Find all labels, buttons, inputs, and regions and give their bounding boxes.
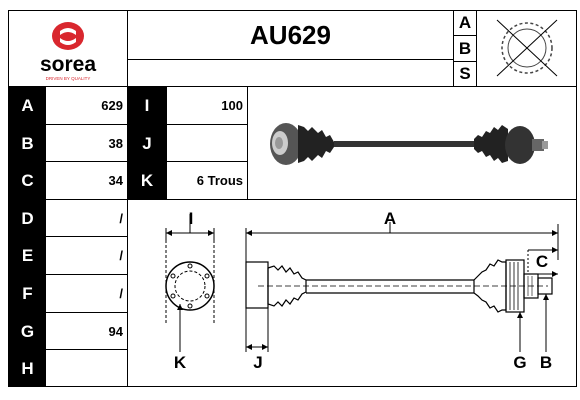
spec-value-d: / <box>119 211 123 226</box>
abs-letter-s: S <box>459 64 471 83</box>
spec-value-a: 629 <box>101 98 123 113</box>
drive-shaft-photo <box>248 87 577 199</box>
technical-drawing: I A C K J G B <box>128 200 577 387</box>
spec-value-c: 34 <box>108 173 123 188</box>
spec-value-h <box>47 350 127 387</box>
logo: sorea DRIVEN BY QUALITY <box>8 10 127 86</box>
spec-label-f: F <box>9 275 46 312</box>
spec-label-i: I <box>128 87 166 124</box>
spec-value-i: 100 <box>221 98 243 113</box>
spec-label-d: D <box>9 200 46 237</box>
dim-label-b: B <box>539 353 553 372</box>
spec-label-k: K <box>128 162 166 199</box>
spec-label-e: E <box>9 237 46 274</box>
technical-drawing-svg <box>165 214 559 352</box>
spec-value-e: / <box>119 248 123 263</box>
spec-label-g: G <box>9 313 46 350</box>
spec-value-f: / <box>119 286 123 301</box>
spec-value-g: 94 <box>108 324 123 339</box>
abs-ring-crossed-icon <box>496 19 558 77</box>
abs-ring <box>477 10 577 86</box>
spec-value-k: 6 Trous <box>196 173 243 188</box>
abs-letter-b: B <box>458 38 472 58</box>
dim-label-j: J <box>253 353 263 372</box>
abs-letter-a: A <box>458 12 472 32</box>
spec-label-h: H <box>9 350 46 387</box>
dim-label-k: K <box>173 353 187 372</box>
spec-value-j <box>167 125 247 162</box>
spec-label-c: C <box>9 162 46 199</box>
dim-label-a: A <box>383 209 397 228</box>
part-number-title: AU629 <box>250 19 331 50</box>
dim-label-i: I <box>188 209 194 228</box>
sorea-logo-icon: sorea DRIVEN BY QUALITY <box>40 22 96 81</box>
spec-label-j: J <box>128 125 166 162</box>
logo-wordmark: sorea <box>40 53 96 76</box>
outer-frame <box>8 10 577 387</box>
dim-label-c: C <box>535 252 549 271</box>
spec-label-a: A <box>9 87 46 124</box>
spec-value-b: 38 <box>108 136 123 151</box>
spec-label-b: B <box>9 125 46 162</box>
dim-label-g: G <box>513 353 527 372</box>
logo-tagline: DRIVEN BY QUALITY <box>46 76 91 81</box>
drive-shaft-photo-icon <box>270 123 548 165</box>
